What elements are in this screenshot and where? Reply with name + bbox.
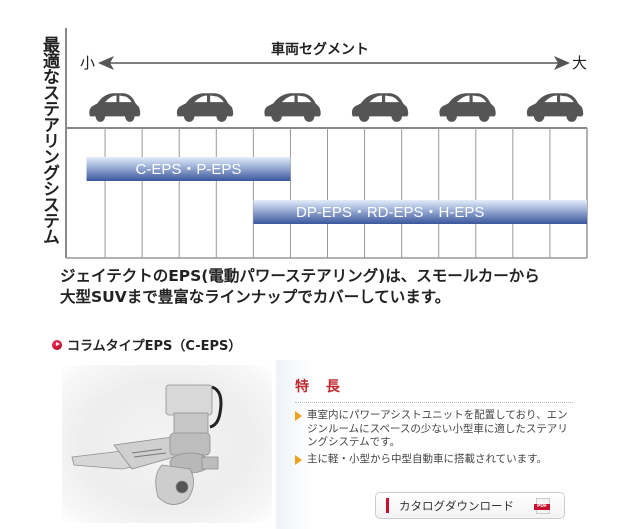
arrow-left-icon (98, 56, 114, 70)
eps-unit-illustration (71, 384, 223, 505)
segment-title: 車両セグメント (271, 41, 369, 58)
large-sedan-icon (439, 93, 496, 122)
section-title: コラムタイプEPS（C-EPS） (67, 339, 242, 354)
range-bar (86, 157, 291, 181)
segment-small-label: 小 (80, 54, 95, 72)
y-axis-label: 最適なステアリングシステム (39, 36, 59, 244)
triangle-bullet-icon (295, 411, 302, 421)
chart-caption: ジェイテクトのEPS(電動パワーステアリング)は、スモールカーから 大型SUVま… (60, 266, 620, 308)
feature-list: 車室内にパワーアシストユニットを配置しており、エンジンルームにスペースの少ない小… (295, 409, 575, 469)
compact-sedan-icon (264, 93, 321, 122)
caption-line-2: 大型SUVまで豊富なラインナップでカバーしています。 (60, 288, 451, 306)
segment-large-label: 大 (572, 54, 587, 72)
luxury-sedan-icon (526, 93, 584, 122)
red-accent-bar (386, 498, 389, 513)
feature-item: 車室内にパワーアシストユニットを配置しており、エンジンルームにスペースの少ない小… (295, 409, 575, 450)
range-bar (253, 200, 587, 224)
feature-item: 主に軽・小型から中型自動車に搭載されています。 (295, 453, 575, 467)
arrow-right-icon (554, 56, 570, 70)
mini-car-icon (89, 93, 141, 122)
grid-lines (104, 128, 588, 258)
vehicle-icons (89, 93, 584, 122)
range-bar-label: DP-EPS・RD-EPS・H-EPS (296, 204, 484, 221)
range-bars: C-EPS・P-EPS DP-EPS・RD-EPS・H-EPS (86, 157, 587, 224)
catalog-download-button[interactable]: カタログダウンロード PDF (375, 492, 565, 519)
segment-chart: 車両セグメント 小 大 C-EPS・P-EPS DP-EPS・RD-EPS・H-E… (65, 28, 588, 259)
caption-line-1: ジェイテクトのEPS(電動パワーステアリング)は、スモールカーから (60, 267, 540, 285)
feature-heading: 特 長 (295, 379, 346, 395)
midsize-sedan-icon (351, 93, 409, 122)
catalog-download-label: カタログダウンロード (399, 498, 514, 513)
compact-hatchback-icon (176, 93, 234, 122)
feature-divider (295, 402, 573, 403)
product-image (62, 365, 272, 523)
triangle-bullet-icon (295, 454, 302, 465)
pdf-icon: PDF (534, 497, 550, 514)
section-heading: コラムタイプEPS（C-EPS） (52, 335, 241, 354)
range-bar-label: C-EPS・P-EPS (136, 161, 242, 178)
red-bullet-icon (52, 339, 62, 350)
